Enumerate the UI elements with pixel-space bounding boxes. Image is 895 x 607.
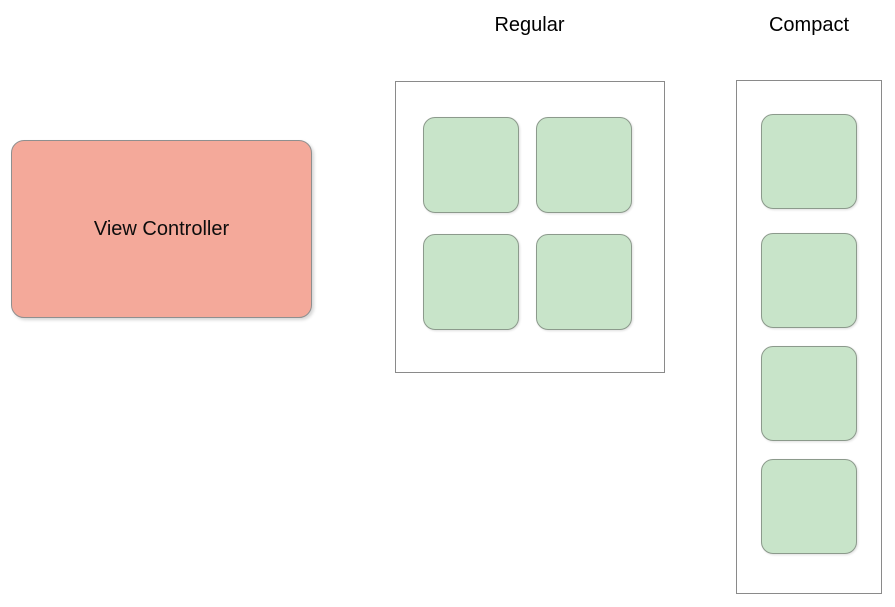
compact-cell-2 [761, 346, 857, 441]
compact-container-frame [736, 80, 882, 594]
column-label-regular: Regular [494, 14, 565, 36]
column-label-compact: Compact [768, 14, 850, 36]
regular-cell-2 [423, 234, 519, 330]
compact-cell-1 [761, 233, 857, 328]
regular-cell-1 [536, 117, 632, 213]
compact-cell-0 [761, 114, 857, 209]
compact-cell-3 [761, 459, 857, 554]
regular-cell-3 [536, 234, 632, 330]
view-controller-node: View Controller [11, 140, 312, 318]
regular-container-frame [395, 81, 665, 373]
regular-cell-0 [423, 117, 519, 213]
view-controller-label: View Controller [93, 218, 230, 240]
